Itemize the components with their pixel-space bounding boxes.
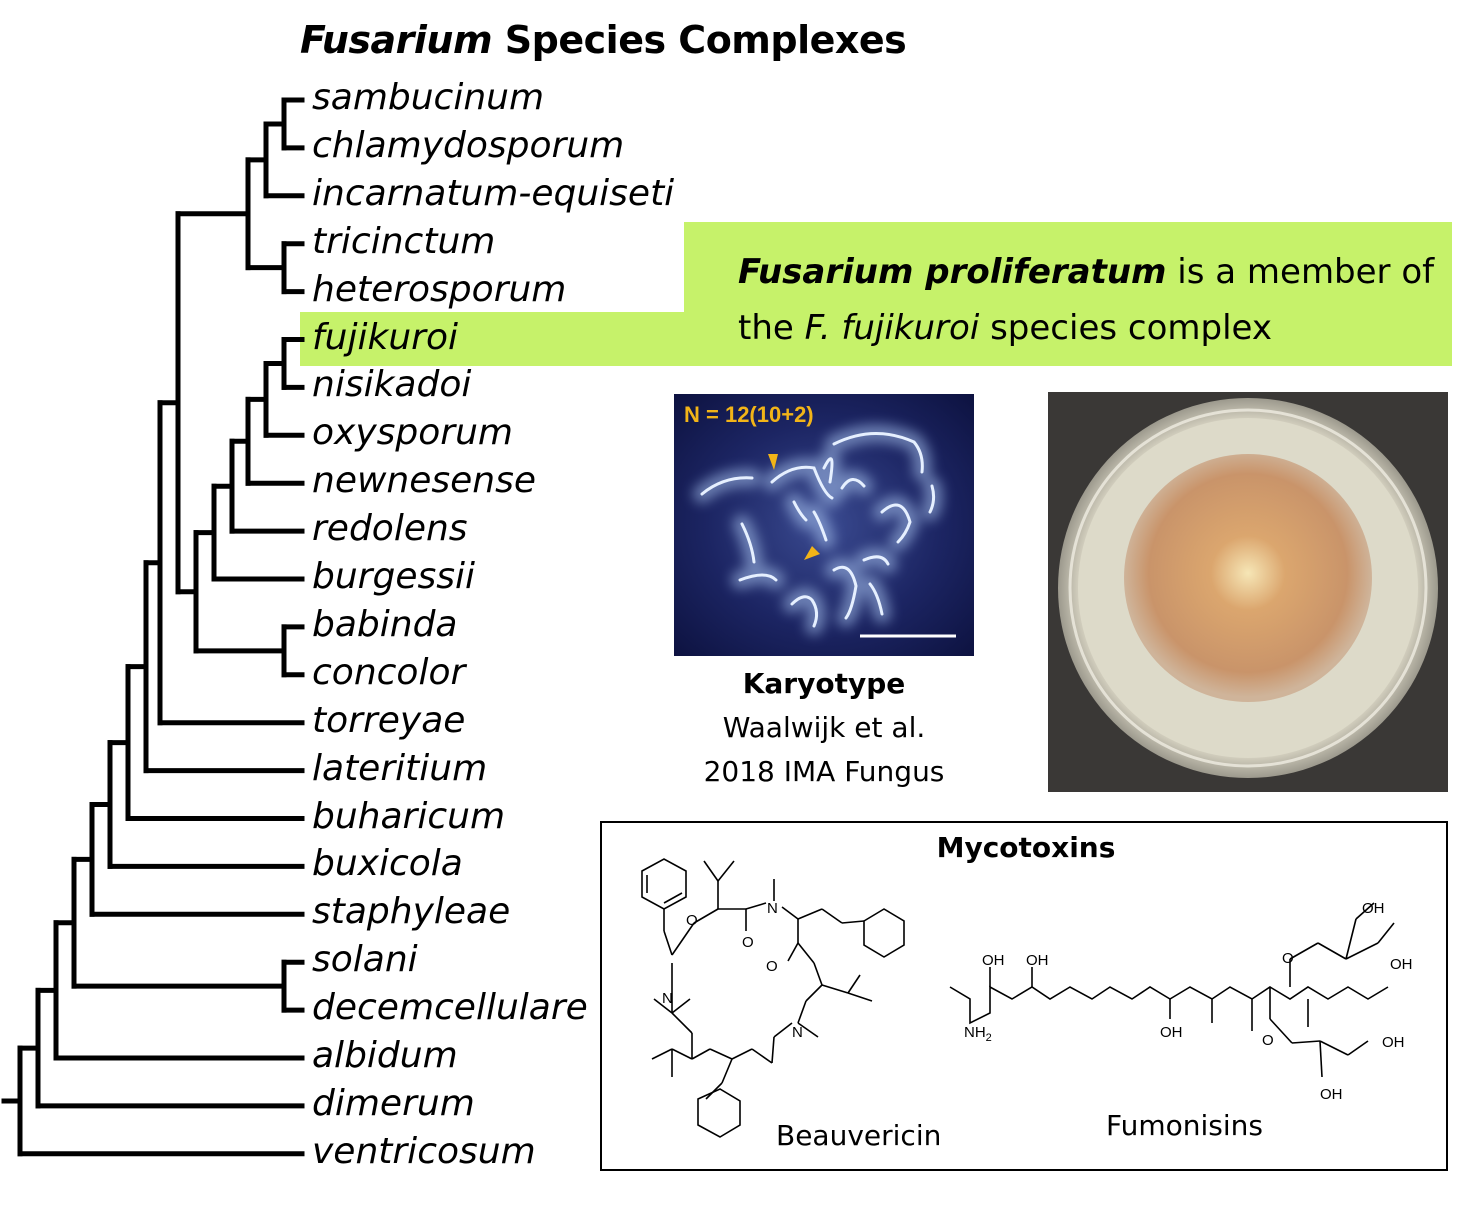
taxon-heterosporum: heterosporum xyxy=(312,268,567,310)
taxon-decemcellulare: decemcellulare xyxy=(312,987,588,1029)
taxon-tricinctum: tricinctum xyxy=(312,220,496,262)
fungal-colony xyxy=(1124,454,1372,702)
chromosome-count-label: N = 12(10+2) xyxy=(684,402,814,427)
callout-text-2: species complex xyxy=(979,308,1272,348)
taxon-buxicola: buxicola xyxy=(312,843,463,885)
oxygen-atom-4: O xyxy=(1282,950,1294,967)
taxon-buharicum: buharicum xyxy=(312,795,506,837)
taxon-ventricosum: ventricosum xyxy=(312,1130,536,1172)
taxon-fujikuroi: fujikuroi xyxy=(312,316,458,358)
taxon-chlamydosporum: chlamydosporum xyxy=(312,124,625,166)
mycotoxins-title: Mycotoxins xyxy=(936,831,1116,864)
karyotype-caption: Karyotype Waalwijk et al. 2018 IMA Fungu… xyxy=(674,662,974,794)
hydroxyl-4: OH xyxy=(1362,900,1385,917)
hydroxyl-7: OH xyxy=(1320,1086,1343,1103)
fujikuroi-highlight xyxy=(300,312,700,366)
beauvericin-structure xyxy=(641,858,905,1138)
beauvericin-label: Beauvericin xyxy=(776,1119,942,1152)
taxon-newnesense: newnesense xyxy=(312,460,536,502)
karyotype-image: N = 12(10+2) xyxy=(674,394,974,656)
callout-species: Fusarium proliferatum xyxy=(738,252,1167,292)
callout-box xyxy=(684,222,1452,366)
mycotoxins-panel: Mycotoxins xyxy=(600,821,1448,1171)
taxon-albidum: albidum xyxy=(312,1035,458,1076)
karyotype-caption-line2: 2018 IMA Fungus xyxy=(703,755,945,788)
taxon-solani: solani xyxy=(312,939,418,981)
nitrogen-atom-1: N xyxy=(767,900,778,917)
taxon-oxysporum: oxysporum xyxy=(312,412,513,454)
taxon-burgessii: burgessii xyxy=(312,556,475,597)
nitrogen-atom-2: N xyxy=(792,1024,803,1041)
taxon-redolens: redolens xyxy=(312,508,468,550)
taxon-dimerum: dimerum xyxy=(312,1082,475,1124)
taxon-staphyleae: staphyleae xyxy=(312,891,511,933)
nitrogen-atom-3: N xyxy=(662,990,673,1007)
petri-dish-photo xyxy=(1048,392,1448,792)
callout-text: Fusarium proliferatum is a member of the… xyxy=(738,244,1448,356)
arrowhead-1 xyxy=(768,454,778,470)
karyotype-caption-title: Karyotype xyxy=(742,667,906,700)
callout-text-1: is a member of the xyxy=(738,252,1435,348)
title-rest: Species Complexes xyxy=(504,18,907,62)
chemical-structures: N O O O N N OH OH OH NH2 OH OH OH OH O O xyxy=(641,858,1413,1138)
taxon-babinda: babinda xyxy=(312,603,458,645)
petri-dish-illustration xyxy=(1048,392,1448,792)
figure-title: Fusarium Species Complexes xyxy=(300,18,907,62)
taxon-nisikadoi: nisikadoi xyxy=(312,364,472,406)
hydroxyl-1: OH xyxy=(982,952,1005,969)
oxygen-atom-3: O xyxy=(766,958,778,975)
hydroxyl-6: OH xyxy=(1382,1034,1405,1051)
callout-complex: F. fujikuroi xyxy=(804,308,980,348)
hydroxyl-2: OH xyxy=(1026,952,1049,969)
arrowhead-2 xyxy=(804,546,820,560)
hydroxyl-3: OH xyxy=(1160,1024,1183,1041)
amino-group: NH2 xyxy=(964,1024,992,1044)
taxon-concolor: concolor xyxy=(312,651,466,693)
taxon-sambucinum: sambucinum xyxy=(312,77,545,118)
phylogenetic-tree xyxy=(1,97,305,1157)
oxygen-atom-5: O xyxy=(1262,1032,1274,1049)
hydroxyl-5: OH xyxy=(1390,956,1413,973)
taxon-torreyae: torreyae xyxy=(312,699,466,741)
fumonisins-label: Fumonisins xyxy=(1106,1109,1263,1142)
chromosome-spread xyxy=(693,424,956,638)
title-genus: Fusarium xyxy=(300,18,493,62)
taxon-incarnatum-equiseti: incarnatum-equiseti xyxy=(312,172,675,214)
karyotype-caption-line1: Waalwijk et al. xyxy=(722,711,926,744)
fumonisin-structure xyxy=(949,902,1395,1078)
oxygen-atom-1: O xyxy=(742,934,754,951)
oxygen-atom-2: O xyxy=(686,912,698,929)
taxon-lateritium: lateritium xyxy=(312,747,488,789)
